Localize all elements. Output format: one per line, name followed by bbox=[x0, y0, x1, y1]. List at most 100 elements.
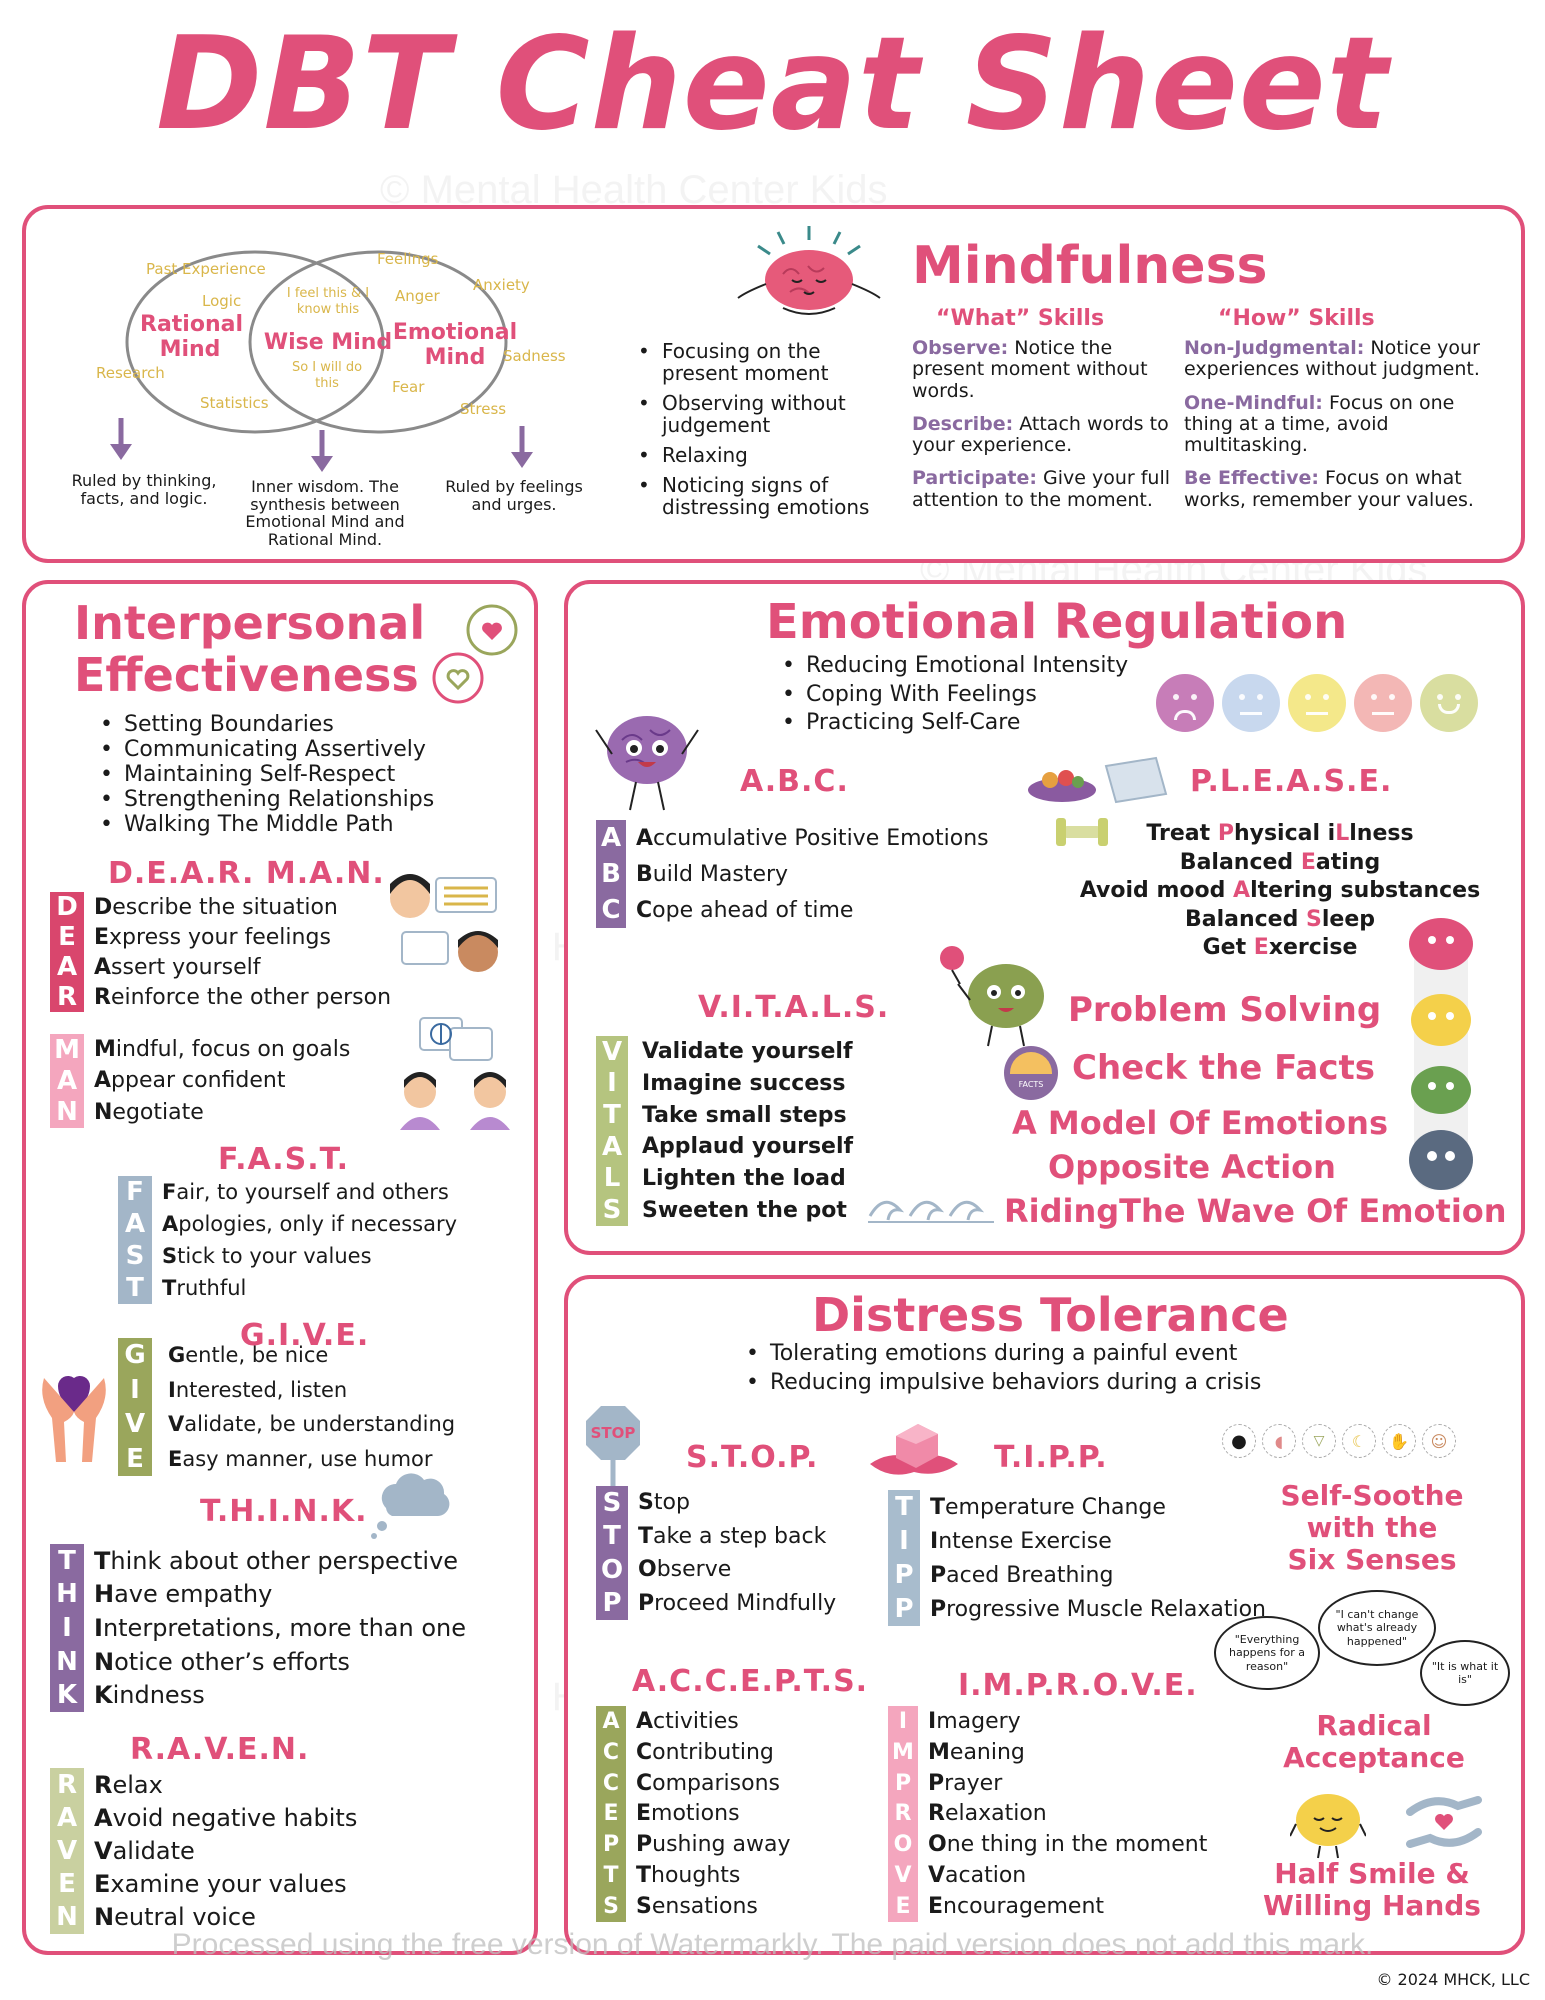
acronym-letter: T bbox=[603, 1521, 621, 1552]
please-letter: A bbox=[1233, 878, 1251, 904]
think-acronym: T H I N K Think about other perspective … bbox=[50, 1544, 466, 1712]
venn-word: Research bbox=[96, 364, 165, 382]
item-text: ruthful bbox=[176, 1276, 247, 1300]
acronym-item: Express your feelings bbox=[94, 925, 391, 950]
acronym-item: Sweeten the pot bbox=[642, 1198, 853, 1223]
man-acronym: M A N Mindful, focus on goals Appear con… bbox=[50, 1034, 350, 1128]
item-text: ensations bbox=[651, 1893, 758, 1919]
acronym-item: Observe bbox=[638, 1557, 836, 1582]
acronym-item: Take small steps bbox=[642, 1103, 853, 1128]
item-text: top bbox=[653, 1490, 690, 1516]
acronym-letter: M bbox=[892, 1739, 914, 1765]
skill-term: Describe: bbox=[912, 412, 1014, 435]
item-initial: R bbox=[928, 1801, 945, 1827]
stop-sign-label: STOP bbox=[590, 1424, 636, 1442]
item-text: magery bbox=[936, 1708, 1021, 1734]
acronym-letter: A bbox=[601, 1131, 623, 1162]
please-text: Balanced bbox=[1179, 849, 1301, 875]
item-initial: A bbox=[94, 1803, 113, 1832]
acronym-letter: A bbox=[56, 1065, 78, 1096]
acronym-letter: H bbox=[56, 1579, 78, 1610]
acronym-letter: C bbox=[601, 895, 621, 925]
acronym-letter: F bbox=[126, 1177, 144, 1207]
emotional-mind-label: Emotional Mind bbox=[392, 320, 518, 371]
person-icon: ☺ bbox=[1422, 1424, 1456, 1458]
fast-acronym: F A S T Fair, to yourself and others Apo… bbox=[118, 1176, 457, 1304]
arrow-down-icon bbox=[110, 418, 132, 460]
list-item: Practicing Self-Care bbox=[776, 709, 1176, 738]
watermark-text: © Mental Health Center Kids bbox=[380, 168, 888, 212]
neutral-face-icon bbox=[1222, 674, 1280, 732]
rational-mind-label: Rational Mind bbox=[140, 312, 244, 363]
improve-title: I.M.P.R.O.V.E. bbox=[958, 1668, 1198, 1703]
item-text: elax bbox=[112, 1770, 163, 1799]
interpersonal-bullet-list: Setting Boundaries Communicating Asserti… bbox=[94, 712, 534, 837]
please-text: ltering substances bbox=[1250, 878, 1481, 904]
acronym-item: Vacation bbox=[928, 1863, 1207, 1888]
item-text: omparisons bbox=[652, 1770, 780, 1796]
item-text: nterested, listen bbox=[175, 1377, 348, 1402]
give-title: G.I.V.E. bbox=[240, 1318, 370, 1353]
purple-brain-character-icon bbox=[595, 716, 699, 811]
acronym-letter: P bbox=[602, 1832, 620, 1858]
sad-face-icon bbox=[1156, 674, 1214, 732]
radical-acceptance-label: Radical Acceptance bbox=[1262, 1709, 1486, 1774]
item-text: ope ahead of time bbox=[652, 897, 854, 923]
item-initial: O bbox=[928, 1832, 947, 1858]
acronym-item: Interested, listen bbox=[168, 1378, 455, 1402]
think-title: T.H.I.N.K. bbox=[200, 1494, 368, 1529]
acronym-letter: V bbox=[601, 1036, 623, 1067]
vitals-title: V.I.T.A.L.S. bbox=[698, 990, 890, 1025]
how-skill-item: Non-Judgmental: Notice your experiences … bbox=[1184, 337, 1506, 381]
label-line: Self-Soothe bbox=[1280, 1479, 1464, 1512]
acronym-item: Validate yourself bbox=[642, 1039, 853, 1064]
nose-icon: ▽ bbox=[1302, 1424, 1336, 1458]
please-text: hysical i bbox=[1233, 821, 1336, 846]
item-text: magine success bbox=[650, 1070, 846, 1096]
acronym-letter: E bbox=[58, 922, 76, 952]
list-item: Reducing Emotional Intensity bbox=[776, 652, 1176, 681]
accepts-title: A.C.C.E.P.T.S. bbox=[632, 1664, 869, 1699]
melting-ice-icon bbox=[870, 1424, 958, 1475]
acronym-item: Appear confident bbox=[94, 1068, 350, 1093]
item-initial: S bbox=[162, 1244, 178, 1268]
please-list: Treat Physical iLlness Balanced Eating A… bbox=[1040, 820, 1520, 963]
please-text: lness bbox=[1349, 821, 1414, 846]
half-smile-label: Half Smile & Willing Hands bbox=[1256, 1857, 1488, 1923]
acronym-letter: C bbox=[602, 1770, 620, 1796]
venn-word: So I will do this bbox=[291, 360, 363, 391]
acronym-item: Build Mastery bbox=[636, 862, 989, 887]
acronym-letter: P bbox=[602, 1588, 622, 1619]
speech-bubble: "Everything happens for a reason" bbox=[1214, 1616, 1320, 1690]
acronym-item: Relax bbox=[94, 1771, 357, 1799]
item-text: indful, focus on goals bbox=[115, 1037, 351, 1063]
tipp-letter-strip: T I P P bbox=[888, 1490, 920, 1626]
fast-items: Fair, to yourself and others Apologies, … bbox=[152, 1176, 457, 1304]
list-item: Focusing on the present moment bbox=[632, 340, 892, 384]
item-initial: T bbox=[162, 1276, 177, 1300]
item-text: ntense Exercise bbox=[938, 1528, 1112, 1554]
item-initial: B bbox=[636, 861, 653, 887]
item-initial: V bbox=[168, 1412, 185, 1437]
acronym-item: Encouragement bbox=[928, 1894, 1207, 1919]
item-initial: E bbox=[168, 1446, 183, 1471]
list-item: Setting Boundaries bbox=[94, 712, 534, 737]
skill-text: Attach words to your experience. bbox=[912, 412, 1169, 457]
improve-items: Imagery Meaning Prayer Relaxation One th… bbox=[918, 1706, 1207, 1922]
label-line: Radical bbox=[1316, 1709, 1432, 1742]
acronym-item: Sensations bbox=[636, 1894, 790, 1919]
label-line: Willing Hands bbox=[1263, 1889, 1481, 1923]
skill-term: Observe: bbox=[912, 337, 1009, 359]
item-text: pplaud yourself bbox=[659, 1134, 854, 1160]
acronym-item: Activities bbox=[636, 1709, 790, 1734]
mindfulness-title: Mindfulness bbox=[912, 236, 1268, 296]
how-skill-item: One-Mindful: Focus on one thing at a tim… bbox=[1184, 392, 1506, 457]
fast-letter-strip: F A S T bbox=[118, 1176, 152, 1304]
list-item: Observing without judgement bbox=[632, 392, 892, 436]
venn-word: Statistics bbox=[200, 394, 269, 412]
item-text: xpress your feelings bbox=[109, 924, 331, 950]
ear-icon: ◖ bbox=[1262, 1424, 1296, 1458]
idea-brain-character-icon bbox=[940, 946, 1044, 1047]
acronym-item: Apologies, only if necessary bbox=[162, 1212, 457, 1236]
label-line: Half Smile & bbox=[1274, 1857, 1470, 1890]
